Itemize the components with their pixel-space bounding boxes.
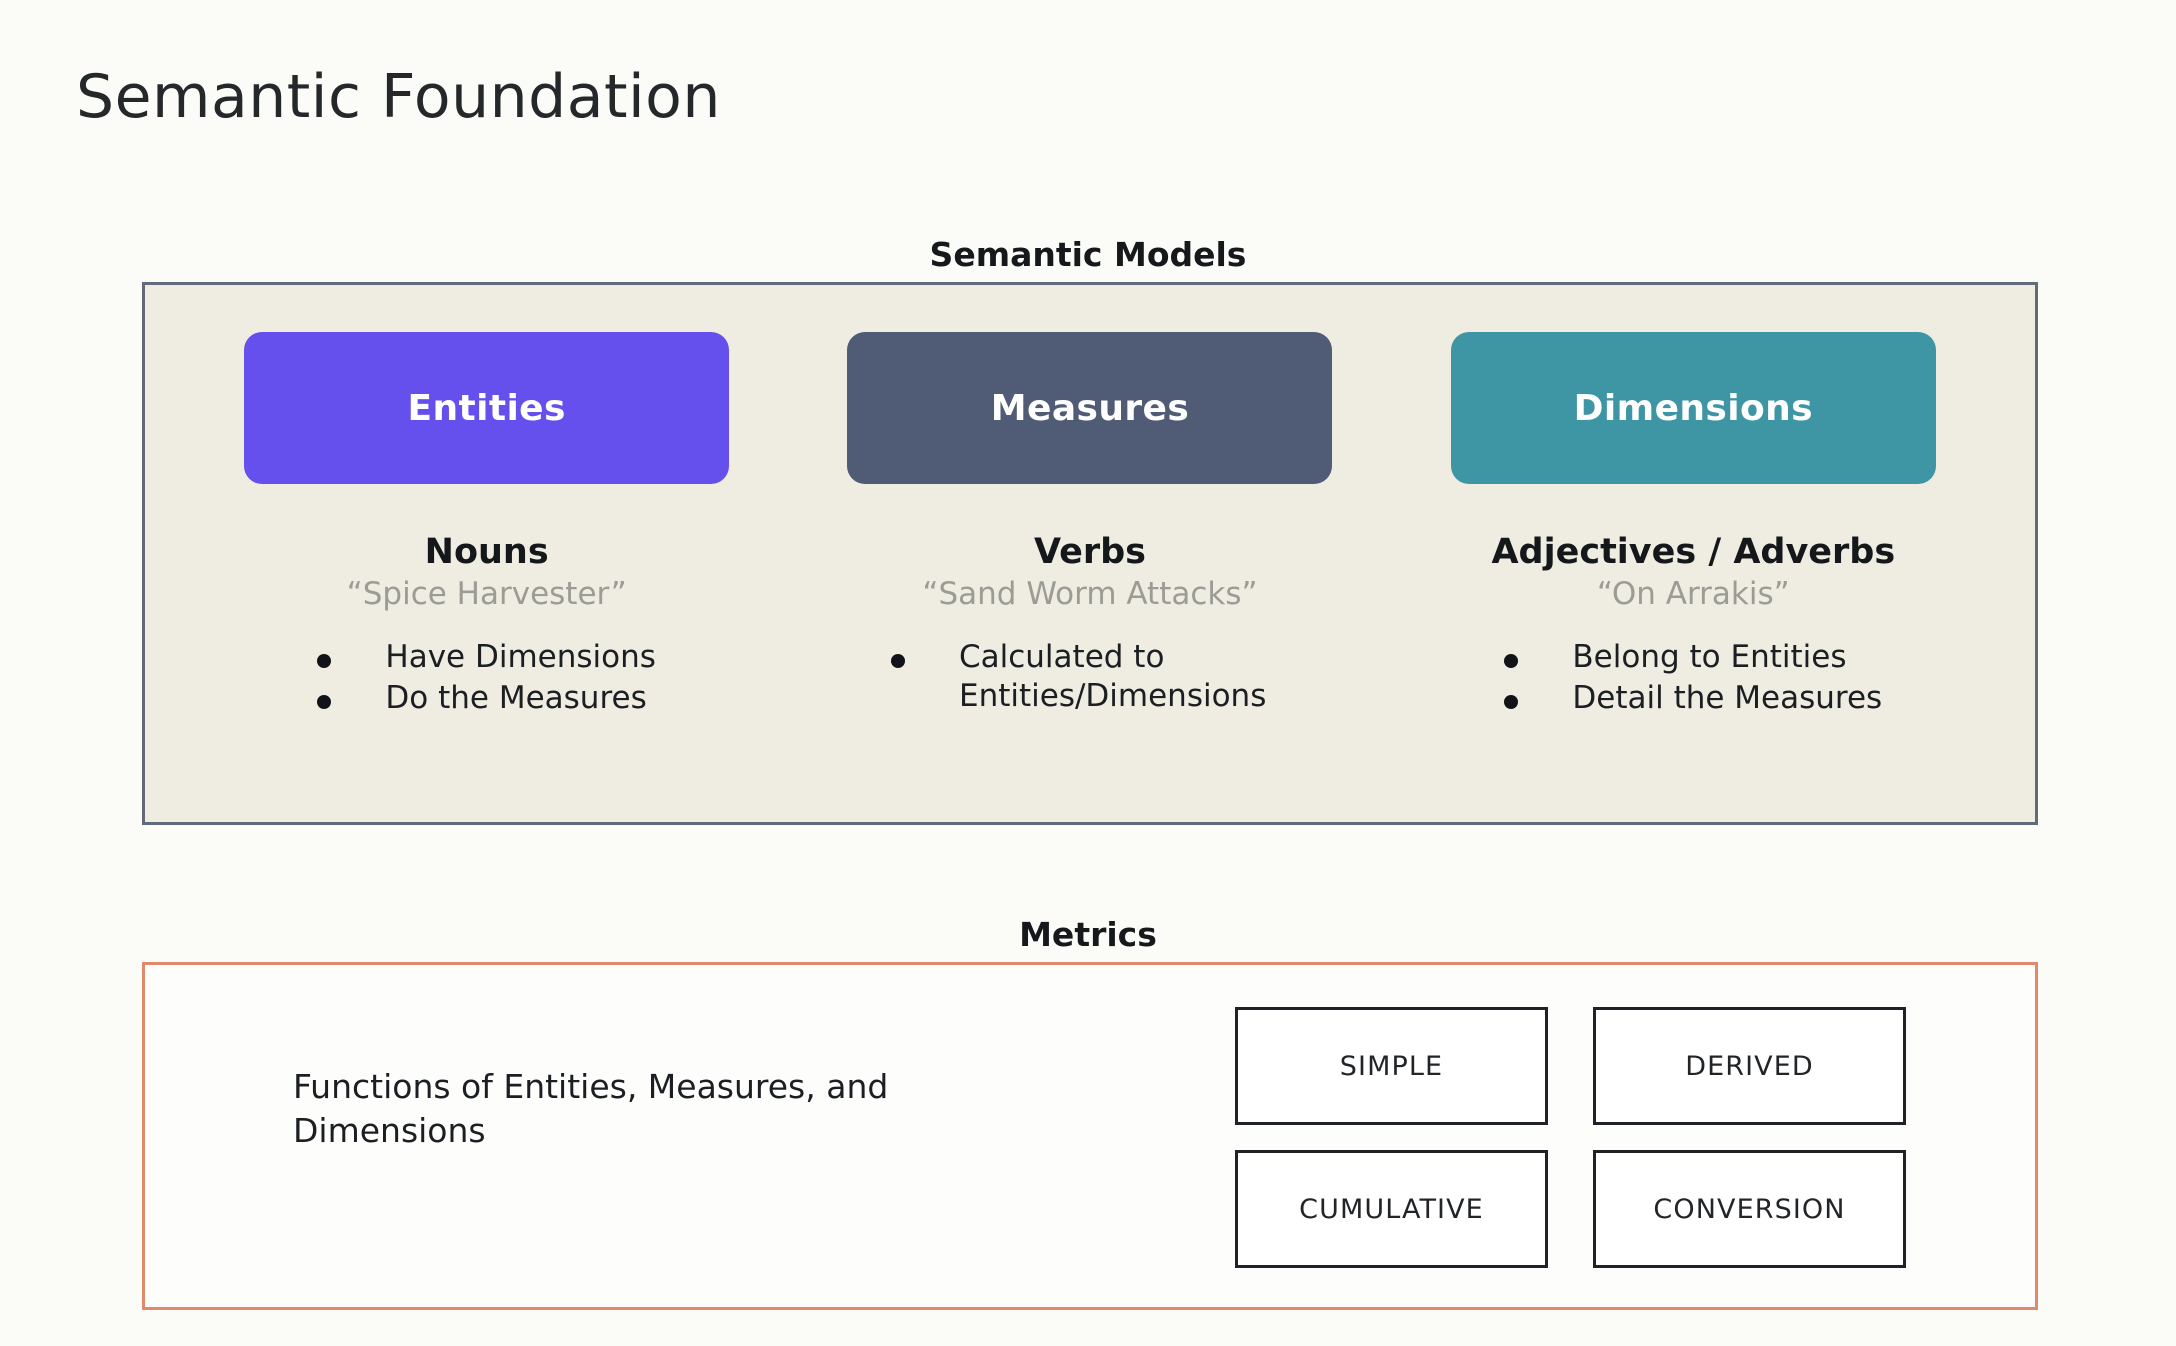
list-item: Do the Measures xyxy=(317,679,656,718)
bullet-dot-icon xyxy=(1504,695,1519,710)
semantic-models-columns: Entities Nouns “Spice Harvester” Have Di… xyxy=(145,285,2035,822)
semantic-models-caption: Semantic Models xyxy=(929,235,1247,274)
list-item: Have Dimensions xyxy=(317,638,656,677)
bullet-list-dimensions: Belong to Entities Detail the Measures xyxy=(1504,638,1882,720)
list-item: Calculated to Entities/Dimensions xyxy=(890,638,1289,716)
chip-dimensions[interactable]: Dimensions xyxy=(1450,332,1936,484)
metric-type-cumulative[interactable]: CUMULATIVE xyxy=(1235,1150,1548,1268)
list-item: Detail the Measures xyxy=(1504,679,1882,718)
metrics-caption: Metrics xyxy=(1019,915,1157,954)
metric-type-grid: SIMPLE DERIVED CUMULATIVE CONVERSION xyxy=(1235,1007,1906,1268)
metric-type-conversion[interactable]: CONVERSION xyxy=(1593,1150,1906,1268)
example-phrase-measures: “Sand Worm Attacks” xyxy=(922,576,1258,612)
list-item: Belong to Entities xyxy=(1504,638,1882,677)
bullet-dot-icon xyxy=(1504,654,1519,668)
bullet-label: Calculated to Entities/Dimensions xyxy=(958,639,1267,715)
column-measures: Measures Verbs “Sand Worm Attacks” Calcu… xyxy=(788,332,1391,718)
page-title: Semantic Foundation xyxy=(76,62,721,132)
semantic-models-panel: Entities Nouns “Spice Harvester” Have Di… xyxy=(142,282,2038,825)
bullet-dot-icon xyxy=(890,654,905,668)
bullet-dot-icon xyxy=(317,695,332,710)
metrics-panel: Functions of Entities, Measures, and Dim… xyxy=(142,962,2038,1310)
example-phrase-dimensions: “On Arrakis” xyxy=(1596,576,1790,612)
part-of-speech-entities: Nouns xyxy=(424,532,549,572)
bullet-label: Have Dimensions xyxy=(385,639,656,675)
bullet-list-measures: Calculated to Entities/Dimensions xyxy=(890,638,1289,718)
bullet-label: Belong to Entities xyxy=(1572,639,1847,675)
example-phrase-entities: “Spice Harvester” xyxy=(346,576,627,612)
part-of-speech-measures: Verbs xyxy=(1033,532,1147,572)
metric-type-derived[interactable]: DERIVED xyxy=(1593,1007,1906,1125)
column-entities: Entities Nouns “Spice Harvester” Have Di… xyxy=(185,332,788,720)
chip-entities[interactable]: Entities xyxy=(244,332,730,484)
part-of-speech-dimensions: Adjectives / Adverbs xyxy=(1491,532,1896,572)
bullet-dot-icon xyxy=(317,654,332,668)
chip-measures[interactable]: Measures xyxy=(847,332,1333,484)
metrics-description: Functions of Entities, Measures, and Dim… xyxy=(293,1067,889,1150)
column-dimensions: Dimensions Adjectives / Adverbs “On Arra… xyxy=(1392,332,1995,720)
bullet-label: Detail the Measures xyxy=(1572,680,1883,717)
bullet-list-entities: Have Dimensions Do the Measures xyxy=(317,638,656,720)
metric-type-simple[interactable]: SIMPLE xyxy=(1235,1007,1548,1125)
bullet-label: Do the Measures xyxy=(385,680,647,717)
